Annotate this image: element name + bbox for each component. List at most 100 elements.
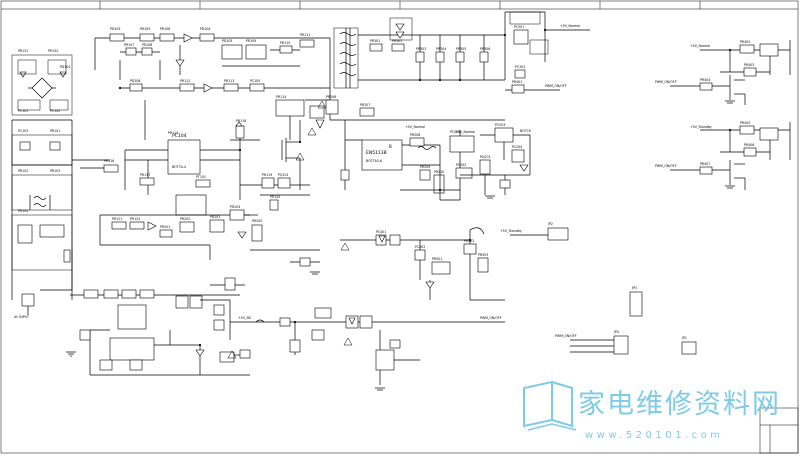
ac-input-connector: AC INPUT: [14, 293, 35, 319]
standby-controller: [70, 277, 251, 376]
part-ref-label: PR405: [740, 121, 750, 125]
net-pwm-on-off-r2: PWM_ON/OFF: [655, 164, 677, 168]
ac-input-section: AC INPUT: [11, 54, 110, 319]
part-ref-label: PR501: [432, 257, 442, 261]
net-plus5v-normal-top: +5V_Normal: [560, 24, 580, 28]
pq202-transistor: BOT7A: [460, 127, 532, 195]
part-ref-label: PR111: [300, 33, 310, 37]
part-ref-label: PR306: [480, 47, 490, 51]
secondary-output-section: +5V_Normal PWM_ON/OFF: [358, 11, 590, 94]
part-ref-label: PR208: [410, 133, 420, 137]
part-ref-label: PR205: [252, 219, 262, 223]
part-ref-label: PR121: [112, 217, 122, 221]
part-ref-label: PR120: [270, 195, 280, 199]
part-ref-label: PR303: [416, 47, 426, 51]
ic-pu1: [361, 139, 403, 171]
svg-text:B: B: [389, 144, 392, 149]
pq202-value: BOT7A: [520, 129, 532, 133]
pwm-switch-stage-2: +5V_Standby PWM_ON/OFF: [655, 122, 791, 190]
part-ref-label: PQ201: [480, 155, 491, 159]
part-ref-label: PR112: [180, 79, 190, 83]
net-plus5v-standby-r2: +5V_Standby: [690, 125, 712, 129]
jp3-ref: JP3: [631, 286, 637, 290]
optocoupler-block: +5V_Standby: [340, 227, 548, 301]
part-ref-label: PR207: [360, 103, 370, 107]
watermark: 家电维修资料网 www.520101.com: [523, 380, 781, 441]
part-ref-label: PR404: [700, 78, 710, 82]
part-ref-label: PR113: [224, 79, 234, 83]
ic-pc104-value: BOT7A-4: [172, 165, 186, 169]
part-ref-label: PD101: [60, 65, 70, 69]
net-plus5v-normal-r1: +5V_Normal: [690, 44, 710, 48]
part-ref-label: PC302: [515, 65, 525, 69]
net-pwm-on-off-top: PWM_ON/OFF: [545, 84, 567, 88]
aux-regulator-block: [99, 194, 320, 267]
jp4-ref: JP4: [613, 330, 619, 334]
part-ref-label: PR116: [104, 159, 114, 163]
part-ref-label: PR101: [50, 129, 60, 133]
part-ref-label: PR114: [276, 95, 286, 99]
part-ref-label: PR117: [140, 173, 150, 177]
part-ref-label: PR119: [262, 173, 272, 177]
ac-input-label: AC INPUT: [14, 315, 29, 319]
part-ref-label: PR206: [326, 95, 336, 99]
part-ref-label: PR402: [740, 40, 750, 44]
pwm-switch-stage-1: +5V_Normal PWM_ON/OFF: [655, 40, 791, 105]
net-pwm-on-off-r1: PWM_ON/OFF: [655, 80, 677, 84]
ic-pu1-ref: EN5113B: [366, 150, 387, 156]
part-ref-label: PD103: [110, 27, 120, 31]
connector-jp4: JP4 PWM_ON/OFF: [555, 330, 629, 355]
ic-pc104-ref: PC104: [172, 133, 187, 139]
watermark-url: www.520101.com: [585, 430, 724, 441]
part-ref-label: PC301: [514, 25, 524, 29]
watermark-logo-icon: [523, 380, 577, 431]
primary-top-section: [94, 33, 331, 120]
part-ref-label: PR502: [464, 239, 474, 243]
part-ref-label: PR131: [18, 49, 28, 53]
part-ref-label: PR204: [230, 205, 240, 209]
net-pwm-on-off-bottom: PWM_ON/OFF: [480, 316, 502, 320]
ic-pu1-value: BOT7A3-6: [366, 159, 382, 163]
part-ref-label: PD106: [130, 79, 140, 83]
part-ref-label: PD105: [222, 39, 232, 43]
jp2-ref: JP2: [547, 222, 553, 226]
part-ref-label: PR209: [420, 165, 430, 169]
part-ref-label: PR107: [124, 43, 134, 47]
svg-text:+5V_SB: +5V_SB: [238, 316, 251, 320]
part-ref-label: PQ101: [278, 173, 289, 177]
part-ref-label: PR407: [700, 162, 710, 166]
main-transformer: [333, 27, 359, 89]
part-ref-label: PR106: [160, 27, 170, 31]
part-ref-label: PR202: [180, 217, 190, 221]
part-ref-label: PR109: [246, 39, 256, 43]
watermark-title: 家电维修资料网: [578, 389, 781, 420]
primary-mosfet: [281, 120, 301, 190]
part-ref-label: PR105: [140, 27, 150, 31]
net-plus5v-standby-mid: +5V_Standby: [500, 229, 522, 233]
part-ref-label: PR503: [478, 253, 488, 257]
net-plus5v-normal-mid: +5V_Normal: [405, 125, 425, 129]
part-ref-label: PT101: [196, 175, 206, 179]
part-ref-label: PR115: [168, 131, 178, 135]
warning-triangles: [227, 100, 353, 359]
part-ref-label: PR305: [456, 47, 466, 51]
part-ref-label: PC204: [512, 145, 522, 149]
part-ref-label: PR302: [392, 39, 402, 43]
part-ref-label: PC402: [415, 245, 425, 249]
part-ref-label: PR301: [370, 39, 380, 43]
connector-jp3: JP3: [629, 286, 643, 317]
buck-regulator-block: EN5113B BOT7A3-6 B +5V_Normal: [325, 99, 532, 201]
part-ref-label: PR110: [280, 41, 290, 45]
part-ref-label: PR103: [50, 169, 60, 173]
part-ref-label: PR406: [744, 143, 754, 147]
part-ref-label: PC102: [50, 109, 60, 113]
ic-pc104: [167, 139, 201, 175]
part-ref-label: PR104: [18, 209, 28, 213]
pwm-controller-block: PC104 BOT7A-4: [80, 83, 330, 211]
jp1-ref: JP1: [681, 336, 687, 340]
part-ref-label: PR132: [48, 49, 58, 53]
